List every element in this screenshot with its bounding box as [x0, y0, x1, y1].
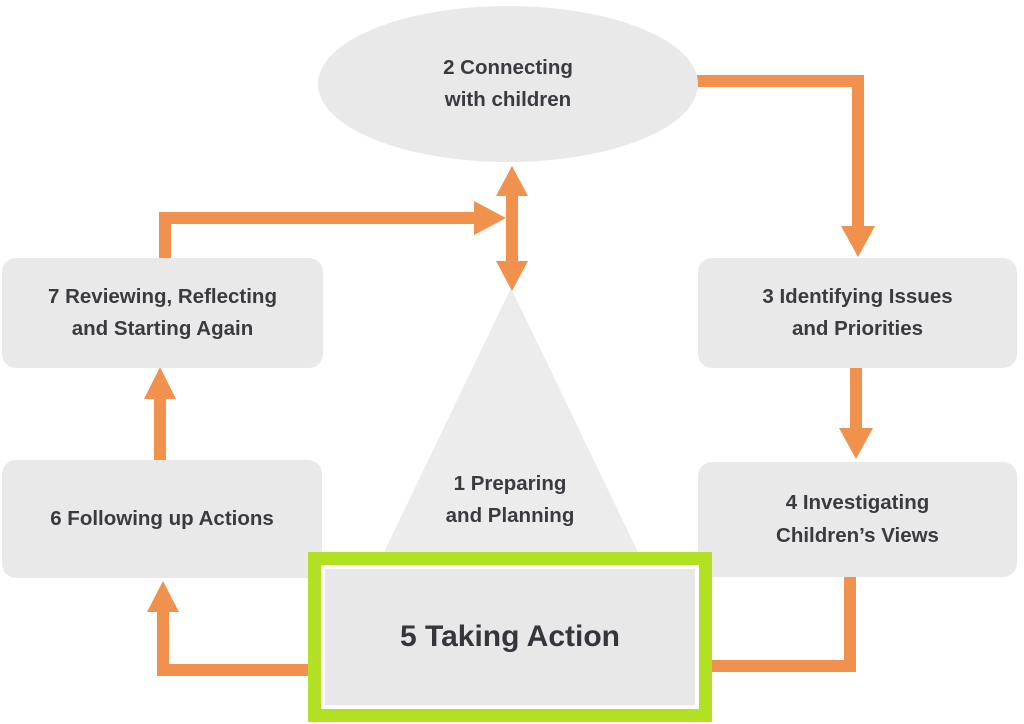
arrow-identifying-to-investigating — [839, 366, 873, 459]
node-reviewing-reflecting: 7 Reviewing, Reflecting and Starting Aga… — [2, 258, 323, 368]
node-connecting-with-children: 2 Connecting with children — [318, 6, 698, 162]
arrow-reviewing-to-center — [159, 201, 506, 260]
node-taking-action-label: 5 Taking Action — [399, 620, 621, 653]
arrow-investigating-to-taking-action — [708, 575, 856, 672]
node-identifying-label: 3 Identifying Issues and Priorities — [762, 284, 953, 340]
node-following-up-label: 6 Following up Actions — [50, 506, 274, 530]
node-identifying-issues: 3 Identifying Issues and Priorities — [698, 258, 1017, 368]
node-investigating-views: 4 Investigating Children’s Views — [698, 462, 1017, 577]
arrow-connecting-to-identifying — [694, 75, 875, 257]
double-arrow-connecting-preparing — [496, 166, 528, 291]
arrow-taking-action-to-following-up — [147, 581, 312, 676]
node-reviewing-label: 7 Reviewing, Reflecting and Starting Aga… — [48, 284, 277, 340]
node-preparing-planning: 1 Preparing and Planning — [397, 455, 623, 545]
arrow-following-up-to-reviewing — [144, 367, 176, 462]
triangle-shape — [360, 288, 662, 602]
node-taking-action-highlight: 5 Taking Action — [308, 552, 712, 722]
node-following-up-actions: 6 Following up Actions — [2, 460, 322, 578]
node-taking-action: 5 Taking Action — [325, 569, 695, 705]
node-investigating-label: 4 Investigating Children’s Views — [776, 491, 939, 547]
node-preparing-label: 1 Preparing and Planning — [445, 471, 575, 527]
node-connecting-label: 2 Connecting with children — [443, 55, 573, 111]
